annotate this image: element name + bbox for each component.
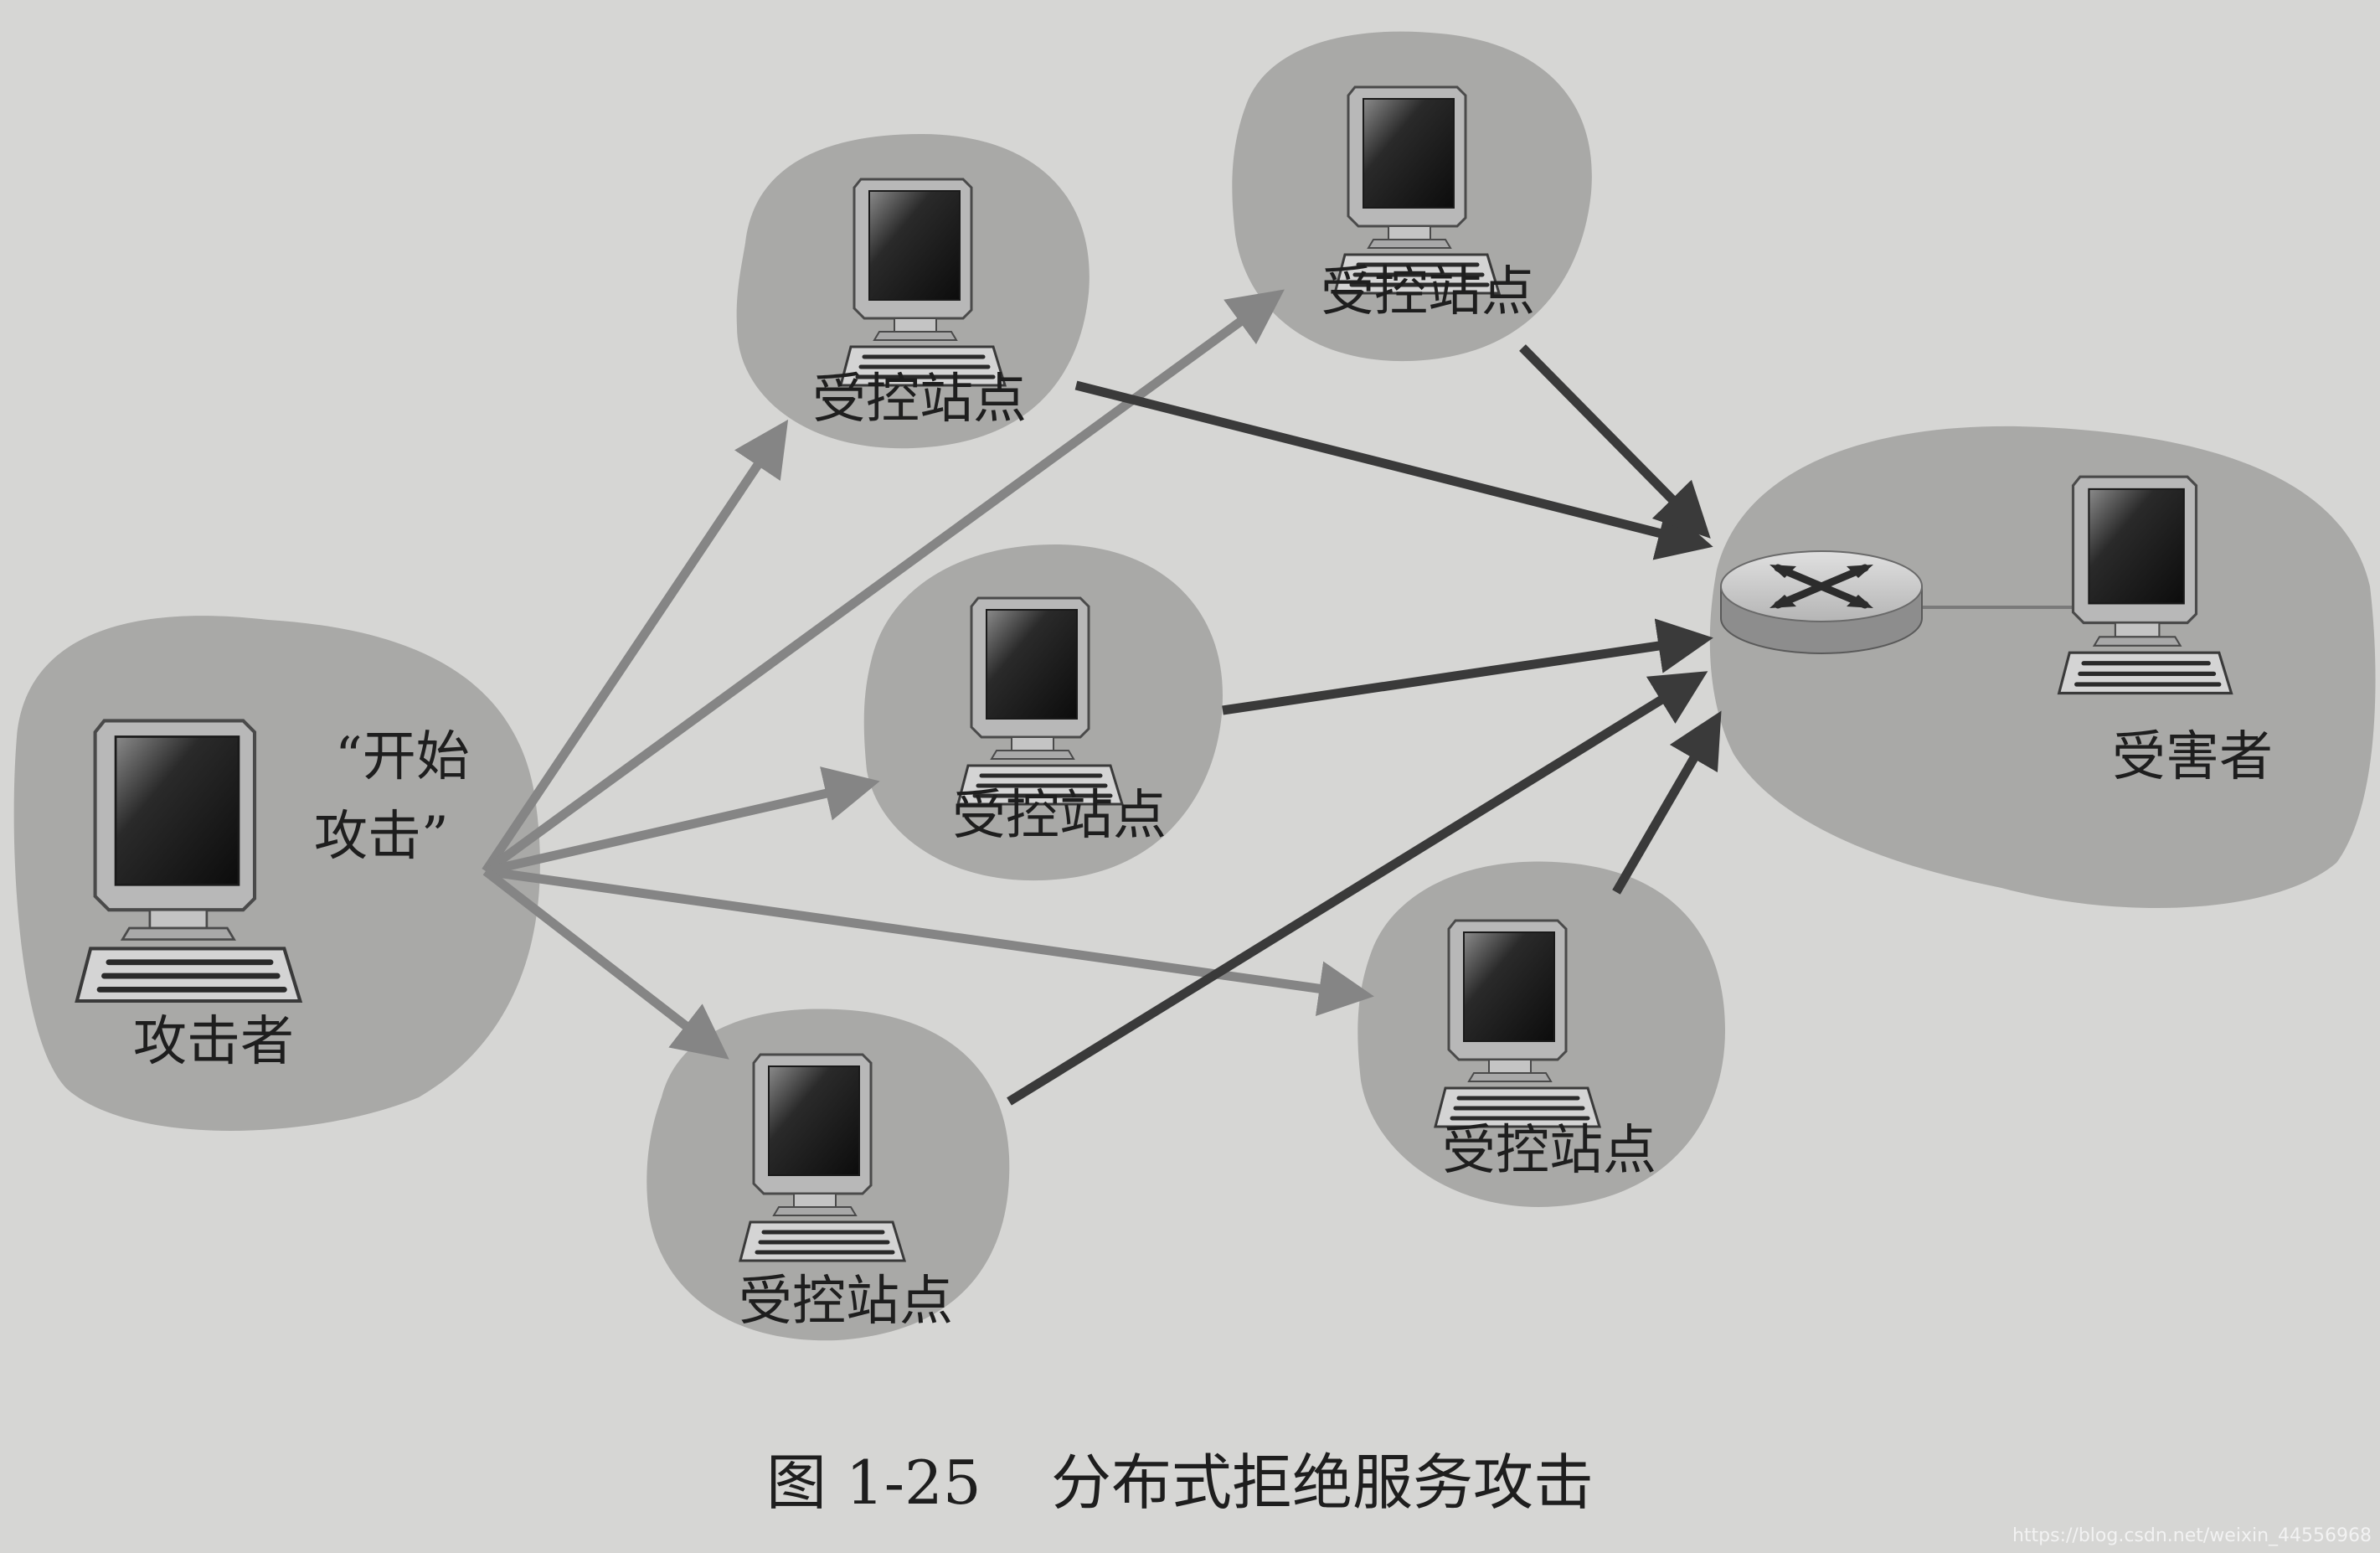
agent-top-left-label: 受控站点 (812, 369, 1027, 431)
arrow-agent-middle-to-victim (1222, 618, 1713, 715)
command-label-line2: 攻击” (314, 806, 449, 868)
victim-blob (1709, 426, 2376, 908)
victim-label: 受害者 (2112, 726, 2273, 788)
arrow-agent-bottom-left-to-victim (1007, 671, 1708, 1106)
node-blobs (13, 31, 2376, 1341)
node-labels: 攻击者 “开始 攻击” 受控站点 受控站点 受控站点 受控站点 受控站点 受害者 (133, 261, 2273, 1333)
watermark: https://blog.csdn.net/weixin_44556968 (2012, 1525, 2372, 1546)
command-label-line1: “开始 (335, 726, 470, 788)
figure-caption: 图 1-25 分布式拒绝服务攻击 (766, 1447, 1594, 1518)
agent-top-right-label: 受控站点 (1321, 261, 1535, 323)
arrow-attacker-to-agent-top-right (482, 289, 1285, 875)
agent-bottom-left-label: 受控站点 (739, 1271, 953, 1333)
arrow-agent-bottom-right-to-victim (1612, 710, 1722, 895)
caption-title: 分布式拒绝服务攻击 (1051, 1447, 1594, 1518)
attack-arrows (1007, 344, 1722, 1106)
arrow-attacker-to-agent-middle (484, 766, 880, 876)
arrow-attacker-to-agent-bottom-left (482, 867, 729, 1060)
arrow-attacker-to-agent-top-left (482, 419, 789, 875)
agent-bottom-right-label: 受控站点 (1442, 1120, 1656, 1182)
router-icon (1720, 550, 1923, 654)
attacker-label: 攻击者 (133, 1011, 294, 1073)
caption-number: 图 1-25 (766, 1447, 981, 1518)
arrow-agent-top-left-to-victim (1074, 380, 1713, 560)
agent-middle-label: 受控站点 (952, 785, 1167, 847)
arrow-agent-top-right-to-victim (1519, 344, 1711, 539)
